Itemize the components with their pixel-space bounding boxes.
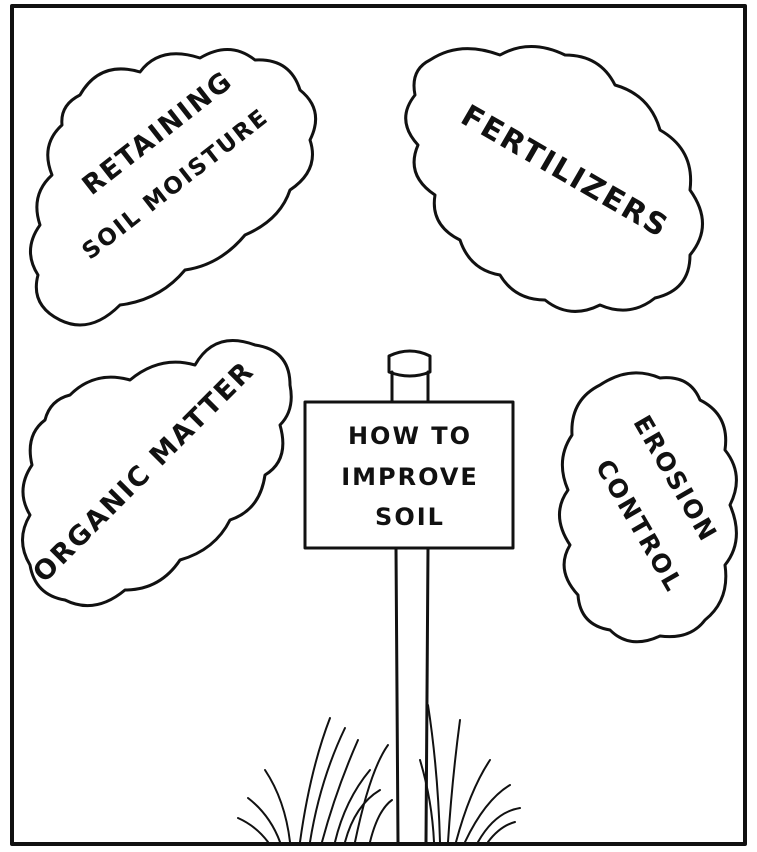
- sign-line1: HOW TO: [348, 422, 472, 450]
- cloud-organic-matter: ORGANIC MATTER: [23, 341, 292, 606]
- cloud-retaining-soil-moisture: RETAINING SOIL MOISTURE: [30, 49, 315, 325]
- cloud-organic-label: ORGANIC MATTER: [27, 355, 260, 588]
- post-lower: [396, 548, 428, 842]
- cloud-fertilizers: FERTILIZERS: [406, 47, 703, 312]
- post-cap: [389, 351, 430, 376]
- signpost: HOW TO IMPROVE SOIL: [305, 351, 513, 842]
- cloud-fertilizers-label: FERTILIZERS: [455, 98, 675, 245]
- sign-line3: SOIL: [375, 503, 445, 531]
- grass-tuft-left: [238, 718, 392, 842]
- sign-line2: IMPROVE: [341, 463, 479, 491]
- cloud-erosion-control: EROSION CONTROL: [559, 373, 736, 642]
- grass-tuft-right: [420, 705, 520, 842]
